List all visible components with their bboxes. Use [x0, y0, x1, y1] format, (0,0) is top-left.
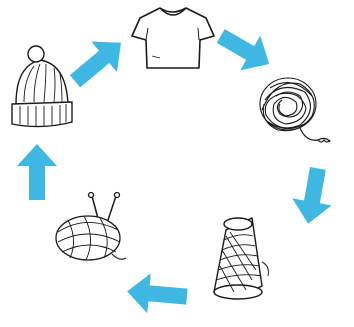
- yarn-cone-icon: [214, 218, 268, 299]
- yarn-ball-with-needles-icon: [56, 193, 126, 261]
- arrow-yarn-ball-to-beanie: [17, 144, 57, 200]
- arrow-tangled-yarn-to-cone: [288, 165, 337, 227]
- t-shirt-icon: [132, 8, 214, 68]
- arrow-shirt-to-tangled-yarn: [211, 19, 279, 82]
- arrow-beanie-to-shirt: [62, 27, 134, 96]
- tangled-yarn-icon: [260, 78, 330, 142]
- arrow-cone-to-yarn-ball: [125, 271, 188, 316]
- knit-beanie-icon: [12, 46, 72, 127]
